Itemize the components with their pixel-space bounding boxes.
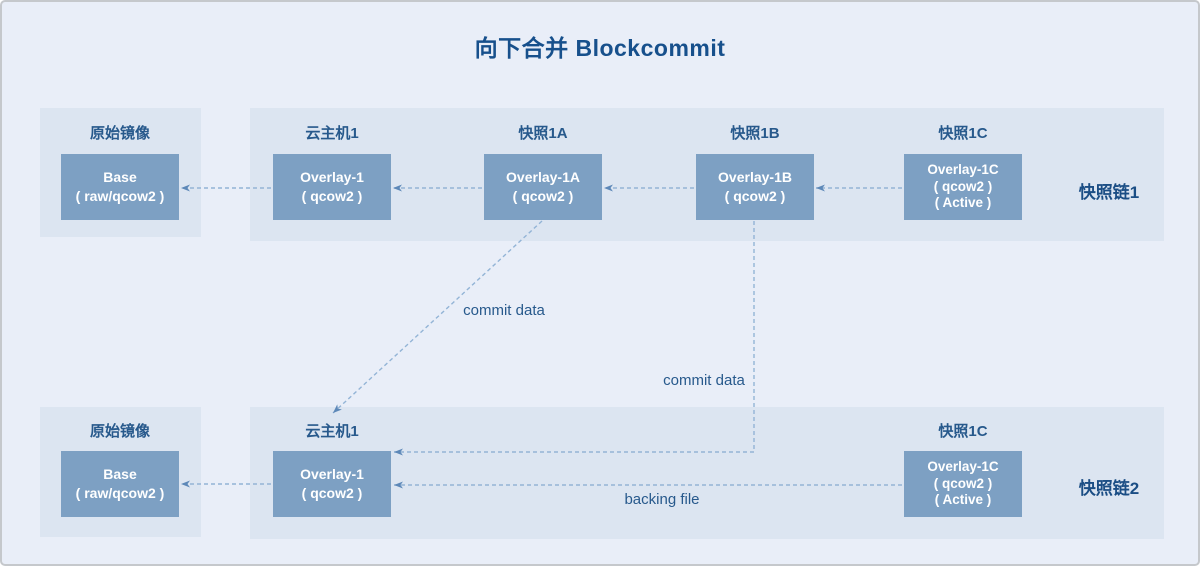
diagram-title: 向下合并 Blockcommit [474, 35, 726, 61]
node-overlay1c-chain2-line2: ( qcow2 ) [933, 475, 993, 491]
annotation-commit-data-b: commit data [663, 372, 745, 389]
annotation-backing-file: backing file [624, 491, 700, 508]
label-cloud-host-chain1: 云主机1 [305, 125, 359, 142]
node-overlay1b-line1: Overlay-1B [718, 168, 792, 185]
node-overlay1c-chain2-line1: Overlay-1C [927, 459, 999, 475]
label-origin-image-chain1: 原始镜像 [89, 125, 150, 142]
node-overlay1a-line1: Overlay-1A [506, 168, 580, 185]
node-overlay1c-chain2: Overlay-1C ( qcow2 ) ( Active ) [904, 451, 1022, 517]
label-origin-image-chain2: 原始镜像 [89, 423, 150, 440]
chain2-name: 快照链2 [1078, 479, 1140, 498]
label-snapshot-1b: 快照1B [730, 125, 780, 142]
node-base-chain1-line1: Base [103, 168, 137, 185]
node-overlay1c-chain1-line2: ( qcow2 ) [933, 178, 993, 194]
node-overlay1-chain1-line2: ( qcow2 ) [301, 188, 363, 204]
node-overlay1c-chain1-line1: Overlay-1C [927, 162, 999, 178]
node-overlay1-chain2-line1: Overlay-1 [300, 465, 364, 482]
label-snapshot-1c-chain1: 快照1C [938, 125, 988, 142]
node-base-chain2: Base ( raw/qcow2 ) [61, 451, 179, 517]
node-base-chain2-line1: Base [103, 465, 137, 482]
node-overlay1a: Overlay-1A ( qcow2 ) [484, 154, 602, 220]
chain1-name: 快照链1 [1078, 183, 1140, 202]
node-base-chain2-line2: ( raw/qcow2 ) [75, 485, 165, 501]
label-cloud-host-chain2: 云主机1 [305, 423, 359, 440]
label-snapshot-1a: 快照1A [518, 125, 568, 142]
node-overlay1c-chain1-line3: ( Active ) [934, 195, 992, 211]
node-overlay1b-line2: ( qcow2 ) [724, 188, 786, 204]
node-overlay1c-chain1: Overlay-1C ( qcow2 ) ( Active ) [904, 154, 1022, 220]
node-base-chain1-line2: ( raw/qcow2 ) [75, 188, 165, 204]
node-overlay1-chain1-line1: Overlay-1 [300, 168, 364, 185]
node-overlay1-chain2: Overlay-1 ( qcow2 ) [273, 451, 391, 517]
node-overlay1-chain1: Overlay-1 ( qcow2 ) [273, 154, 391, 220]
annotation-commit-data-a: commit data [463, 302, 545, 319]
node-base-chain1: Base ( raw/qcow2 ) [61, 154, 179, 220]
node-overlay1b: Overlay-1B ( qcow2 ) [696, 154, 814, 220]
node-overlay1c-chain2-line3: ( Active ) [934, 492, 992, 508]
node-overlay1a-line2: ( qcow2 ) [512, 188, 574, 204]
node-overlay1-chain2-line2: ( qcow2 ) [301, 485, 363, 501]
label-snapshot-1c-chain2: 快照1C [938, 423, 988, 440]
